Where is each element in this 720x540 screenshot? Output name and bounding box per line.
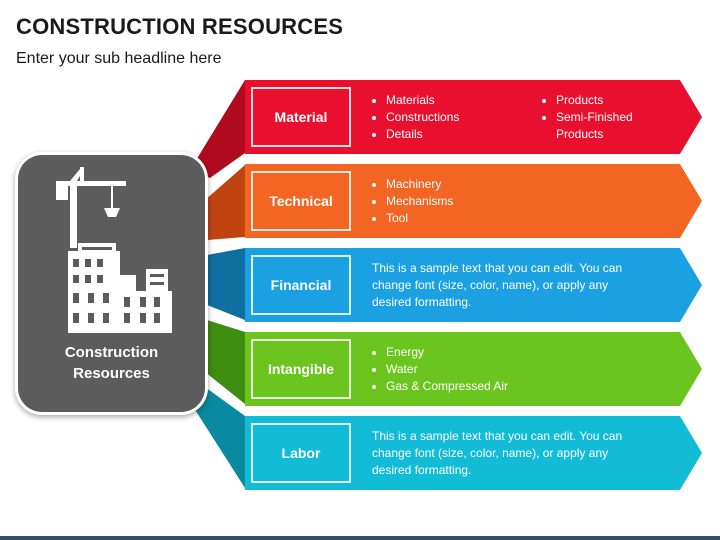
row-text: This is a sample text that you can edit.… [372,428,623,477]
row-content-financial: This is a sample text that you can edit.… [372,248,682,322]
row-content-intangible: Energy Water Gas & Compressed Air [372,332,682,406]
list-item: Details [386,126,542,143]
connector-technical [205,165,245,240]
list-item: Products [556,92,672,109]
row-label-material: Material [251,87,351,147]
row-content-labor: This is a sample text that you can edit.… [372,416,682,490]
connector-intangible [205,320,245,404]
row-material: Material Materials Constructions Details… [245,80,702,154]
row-labor: Labor This is a sample text that you can… [245,416,702,490]
bullet-list: Energy Water Gas & Compressed Air [372,344,542,395]
arrow-shape [245,164,702,238]
bullet-list: Materials Constructions Details [372,92,542,143]
row-text: This is a sample text that you can edit.… [372,260,623,309]
connector-material [190,80,245,178]
row-financial: Financial This is a sample text that you… [245,248,702,322]
list-item: Materials [386,92,542,109]
construction-building-crane-icon [56,167,172,333]
row-label-intangible: Intangible [251,339,351,399]
arrow-shape [245,248,702,322]
list-item: Constructions [386,109,542,126]
row-label-labor: Labor [251,423,351,483]
row-intangible: Intangible Energy Water Gas & Compressed… [245,332,702,406]
bullet-list: Products Semi-Finished Products [542,92,672,143]
hub-box: Construction Resources [18,155,205,412]
row-technical: Technical Machinery Mechanisms Tool [245,164,702,238]
row-label-financial: Financial [251,255,351,315]
list-item: Gas & Compressed Air [386,378,542,395]
hub-label: Construction Resources [18,342,205,384]
list-item: Tool [386,210,542,227]
list-item: Mechanisms [386,193,542,210]
page-subtitle: Enter your sub headline here [16,50,222,67]
page-title: CONSTRUCTION RESOURCES [16,14,344,39]
arrow-shape [245,332,702,406]
connector-labor [192,387,245,488]
hub-label-line1: Construction [64,344,159,361]
row-label-technical: Technical [251,171,351,231]
hub-label-line2: Resources [73,365,150,382]
row-content-material: Materials Constructions Details Products… [372,80,682,154]
arrow-shape [245,416,702,490]
list-item: Machinery [386,176,542,193]
row-content-technical: Machinery Mechanisms Tool [372,164,682,238]
arrow-shape [245,80,702,154]
connector-financial [207,248,245,320]
bullet-list: Machinery Mechanisms Tool [372,176,542,227]
list-item: Water [386,361,542,378]
list-item: Energy [386,344,542,361]
list-item: Semi-Finished Products [556,109,646,143]
footer-bar [0,536,720,540]
